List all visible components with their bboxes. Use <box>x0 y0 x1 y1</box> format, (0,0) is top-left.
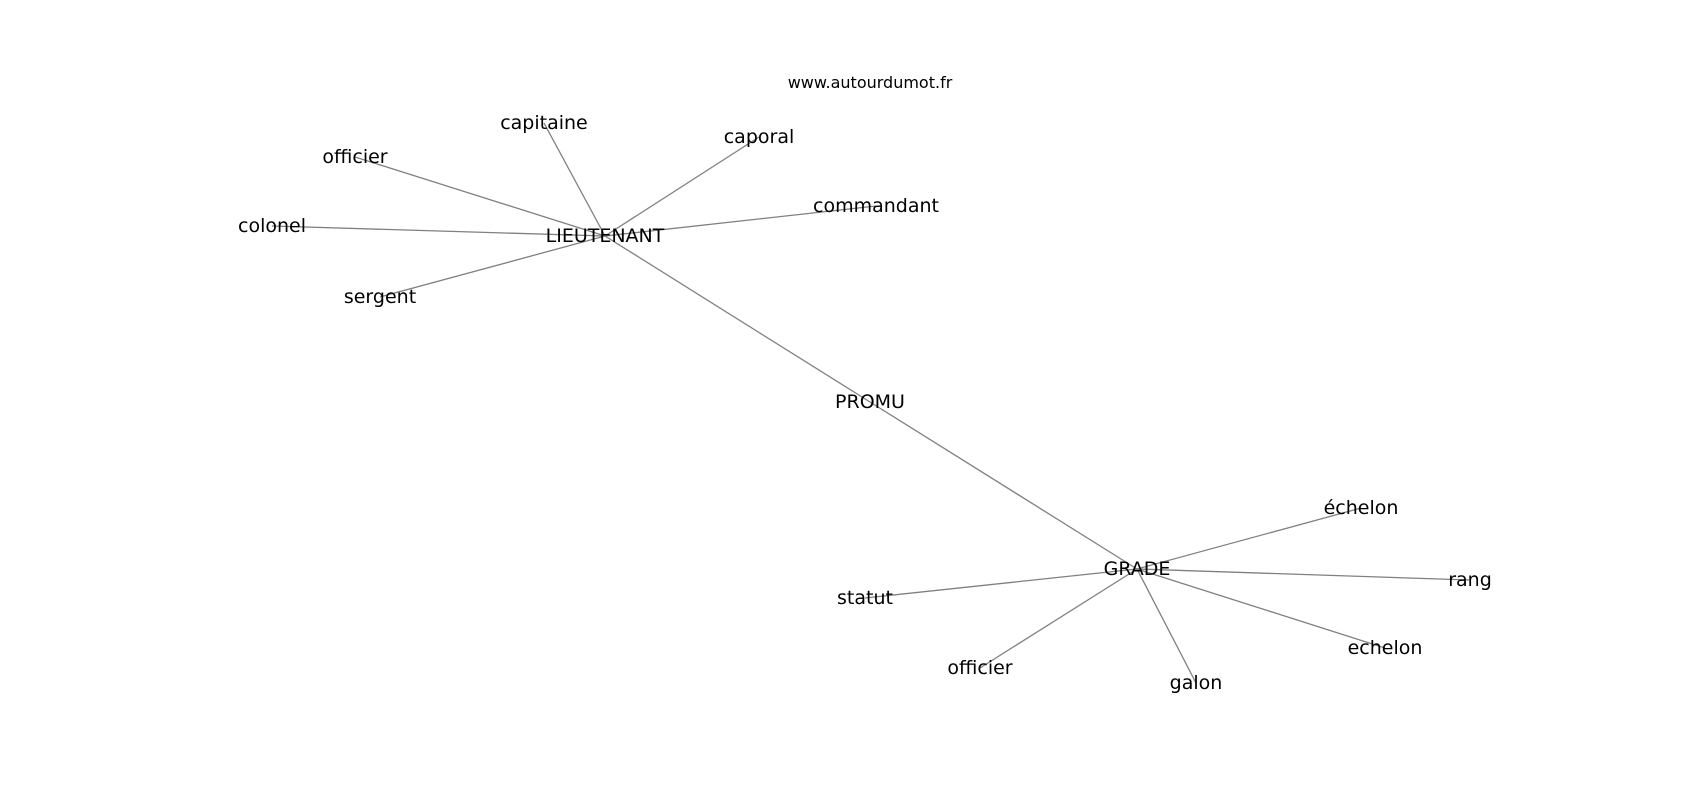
edge-grade-officier2 <box>979 568 1138 669</box>
edge-lieutenant-commandant <box>604 205 877 237</box>
node-colonel: colonel <box>238 215 306 237</box>
node-echelon_acc: échelon <box>1324 497 1399 519</box>
edge-promu-grade <box>869 401 1138 570</box>
node-officier2: officier <box>947 657 1012 679</box>
edge-grade-echelon_acc <box>1136 507 1362 570</box>
source-watermark: www.autourdumot.fr <box>788 73 953 92</box>
node-echelon: echelon <box>1348 637 1423 659</box>
edge-lieutenant-capitaine <box>543 122 606 237</box>
edge-grade-statut <box>864 568 1138 599</box>
node-capitaine: capitaine <box>500 112 588 134</box>
edge-grade-echelon <box>1136 568 1386 649</box>
edge-lieutenant-colonel <box>271 225 606 237</box>
node-officier1: officier <box>322 146 387 168</box>
edge-lieutenant-caporal <box>604 136 760 237</box>
node-sergent: sergent <box>344 286 416 308</box>
node-lieutenant: LIEUTENANT <box>546 225 665 247</box>
edge-promu-lieutenant <box>604 235 871 403</box>
nodes-layer: PROMU LIEUTENANT GRADE capitaine officier cap… <box>238 112 1492 694</box>
edge-lieutenant-officier1 <box>354 156 606 237</box>
edge-grade-galon <box>1136 568 1197 684</box>
edge-lieutenant-sergent <box>379 235 606 298</box>
node-statut: statut <box>837 587 893 609</box>
edge-grade-rang <box>1136 568 1471 581</box>
node-caporal: caporal <box>724 126 795 148</box>
node-commandant: commandant <box>813 195 939 217</box>
node-promu: PROMU <box>835 391 905 413</box>
node-rang: rang <box>1448 569 1492 591</box>
node-galon: galon <box>1170 672 1223 694</box>
edges-layer <box>271 122 1471 684</box>
node-grade: GRADE <box>1104 558 1171 580</box>
